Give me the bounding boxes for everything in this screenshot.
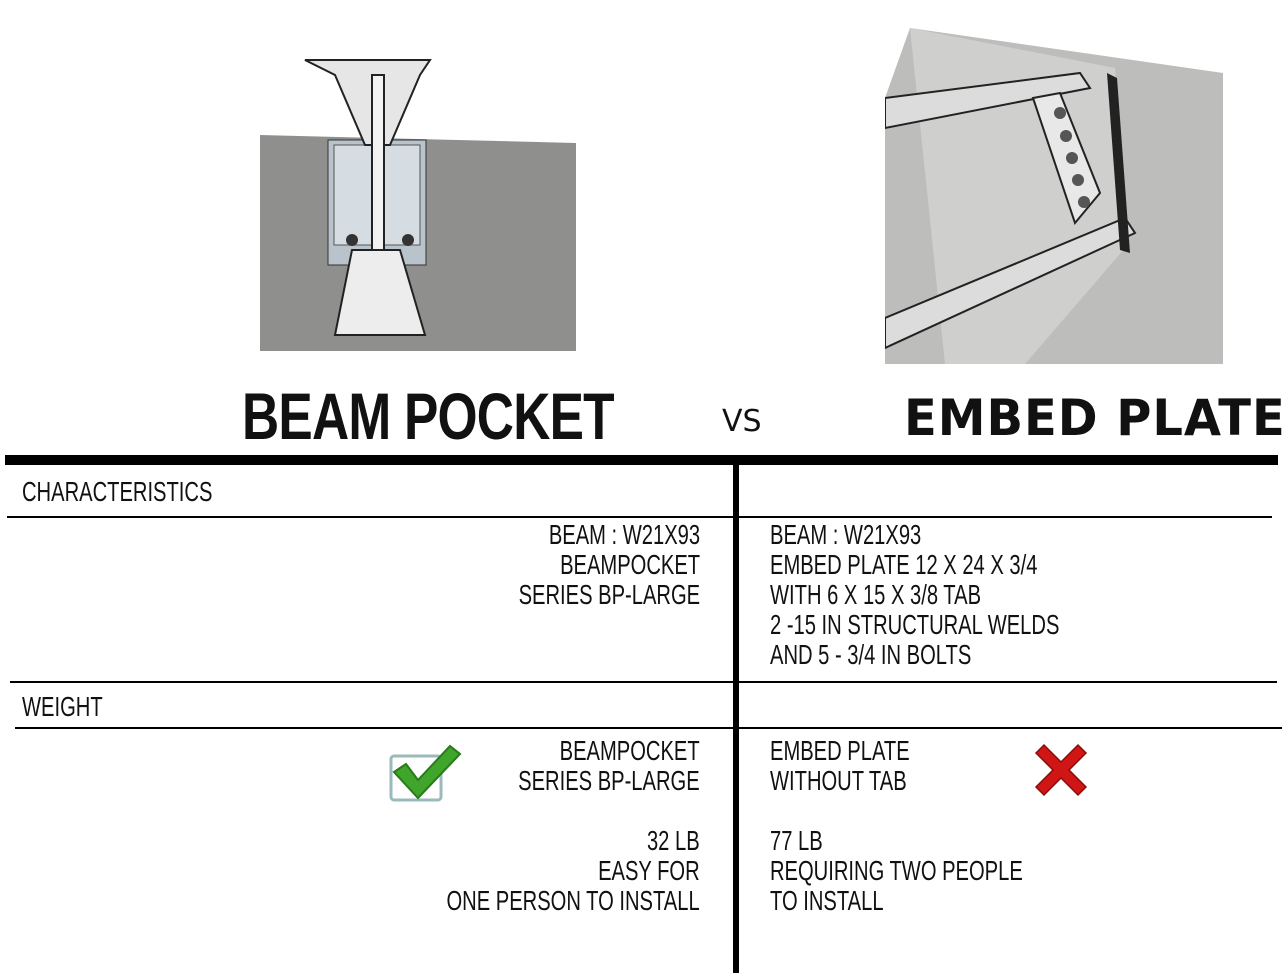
text-line: ONE PERSON TO INSTALL [446, 885, 700, 916]
text-line: 77 LB [770, 825, 823, 856]
text-line: BEAM : W21X93 [548, 519, 700, 550]
column-divider [733, 462, 739, 973]
beam-pocket-image [260, 15, 576, 351]
text-line: SERIES BP-LARGE [518, 579, 700, 610]
text-line: AND 5 - 3/4 IN BOLTS [770, 639, 972, 670]
text-line: BEAM : W21X93 [770, 519, 922, 550]
embed-plate-characteristics: BEAM : W21X93 EMBED PLATE 12 X 24 X 3/4 … [770, 520, 1059, 670]
text-line: SERIES BP-LARGE [518, 765, 700, 796]
embed-plate-weight: EMBED PLATE WITHOUT TAB 77 LB REQUIRING … [770, 736, 1023, 916]
text-line: EMBED PLATE 12 X 24 X 3/4 [770, 549, 1038, 580]
text-line: 2 -15 IN STRUCTURAL WELDS [770, 609, 1060, 640]
divider [7, 516, 1272, 518]
text-line: EMBED PLATE [770, 735, 910, 766]
section-heading-characteristics: CHARACTERISTICS [22, 476, 213, 507]
text-line: WITH 6 X 15 X 3/8 TAB [770, 579, 982, 610]
beam-pocket-title: BEAM POCKET [242, 379, 615, 453]
text-line: EASY FOR [598, 855, 700, 886]
section-heading-weight: WEIGHT [22, 691, 103, 722]
divider [15, 727, 1282, 729]
embed-plate-title: EMBED PLATE [904, 389, 1282, 447]
header-divider [5, 455, 1278, 465]
text-line: 32 LB [647, 825, 700, 856]
divider [10, 681, 1277, 683]
text-line: BEAMPOCKET [559, 549, 700, 580]
text-line: TO INSTALL [770, 885, 884, 916]
text-line: WITHOUT TAB [770, 765, 907, 796]
checkmark-icon [389, 744, 462, 802]
text-line: REQUIRING TWO PEOPLE [770, 855, 1023, 886]
vs-label: VS [722, 404, 762, 439]
x-mark-icon [1034, 743, 1088, 797]
beam-pocket-characteristics: BEAM : W21X93 BEAMPOCKET SERIES BP-LARGE [518, 520, 700, 610]
beam-pocket-weight: BEAMPOCKET SERIES BP-LARGE 32 LB EASY FO… [447, 736, 700, 916]
embed-plate-image [885, 28, 1223, 364]
text-line: BEAMPOCKET [559, 735, 700, 766]
